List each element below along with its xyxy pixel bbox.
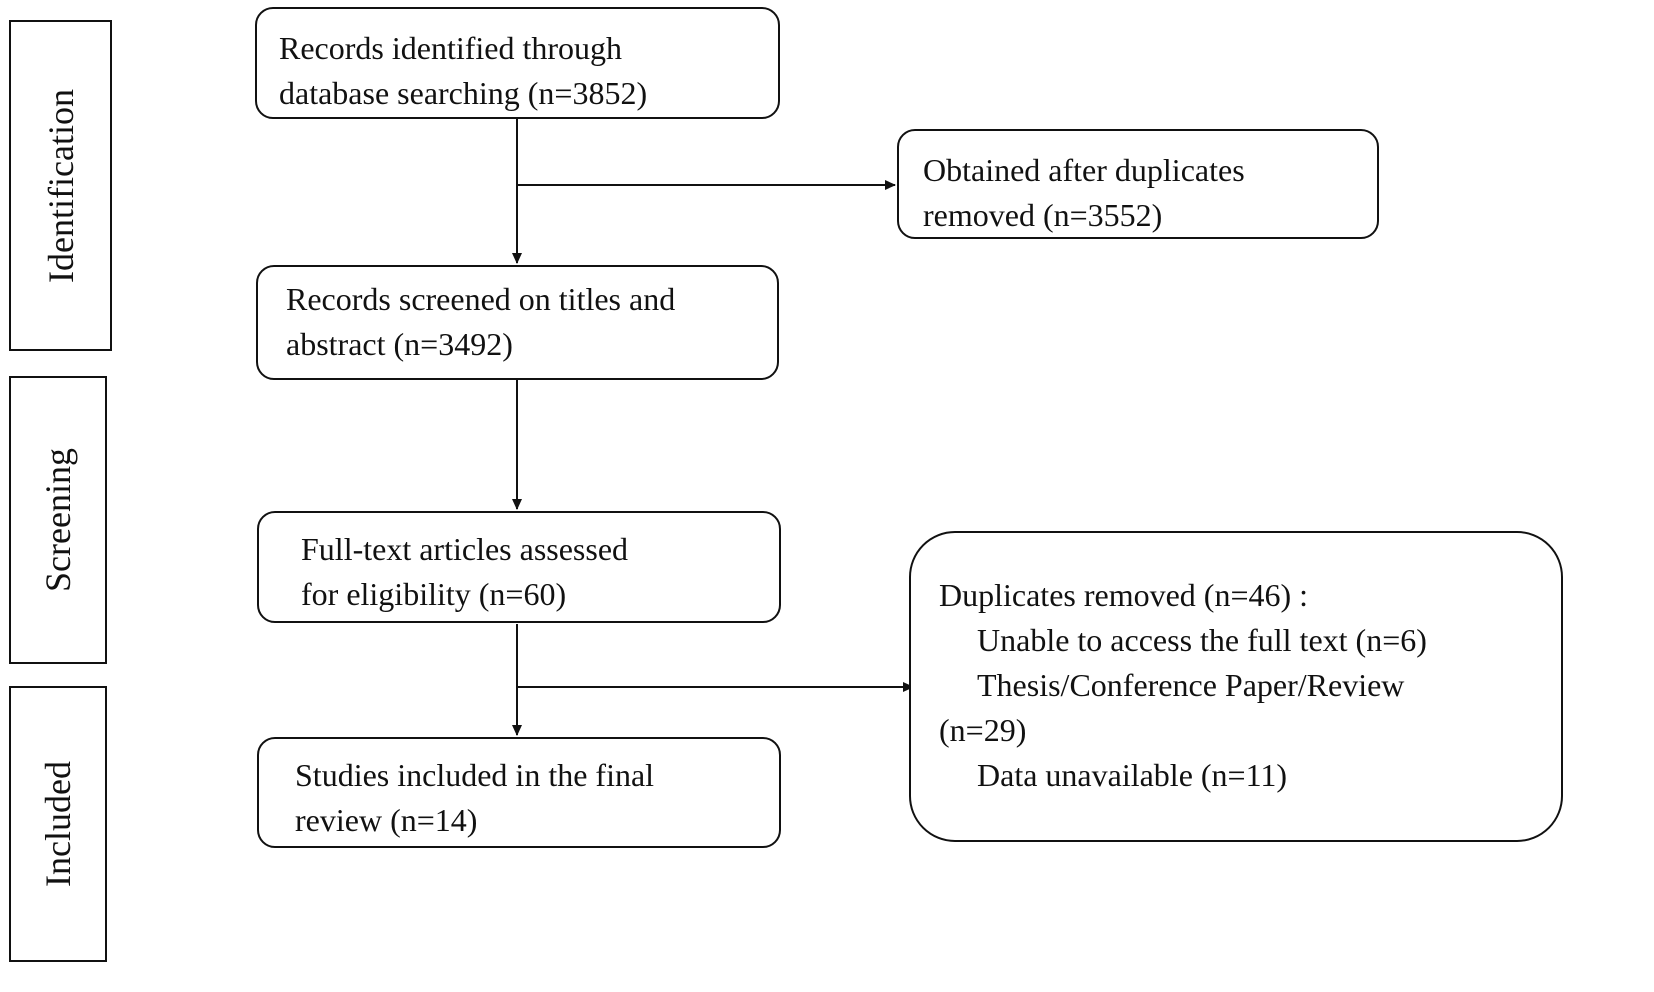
stage-screening: Screening: [9, 376, 107, 664]
full-text-line1: Full-text articles assessed: [301, 531, 629, 567]
records-screened-line1: Records screened on titles and: [286, 281, 676, 317]
records-identified-line2: database searching (n=3852): [279, 75, 648, 111]
studies-included-line1: Studies included in the final: [295, 757, 655, 793]
obtained-line1: Obtained after duplicates: [923, 152, 1245, 188]
exclusion-item-full-text: Unable to access the full text (n=6): [977, 622, 1427, 658]
exclusion-item-thesis-count: (n=29): [939, 712, 1027, 748]
stage-identification: Identification: [9, 20, 112, 351]
records-screened-line2: abstract (n=3492): [286, 326, 513, 362]
box-obtained-after-duplicates: Obtained after duplicates removed (n=355…: [897, 129, 1379, 239]
exclusion-item-thesis: Thesis/Conference Paper/Review: [977, 667, 1405, 703]
box-records-screened: Records screened on titles and abstract …: [256, 265, 779, 380]
full-text-line2: for eligibility (n=60): [301, 576, 567, 612]
stage-included: Included: [9, 686, 107, 962]
studies-included-line2: review (n=14): [295, 802, 478, 838]
exclusion-item-data-unavailable: Data unavailable (n=11): [977, 757, 1288, 793]
box-full-text-assessed: Full-text articles assessed for eligibil…: [257, 511, 781, 623]
box-exclusions: Duplicates removed (n=46) : Unable to ac…: [909, 531, 1563, 842]
box-records-identified: Records identified through database sear…: [255, 7, 780, 119]
exclusions-header: Duplicates removed (n=46) :: [939, 577, 1309, 613]
obtained-line2: removed (n=3552): [923, 197, 1163, 233]
box-studies-included: Studies included in the final review (n=…: [257, 737, 781, 848]
records-identified-line1: Records identified through: [279, 30, 623, 66]
